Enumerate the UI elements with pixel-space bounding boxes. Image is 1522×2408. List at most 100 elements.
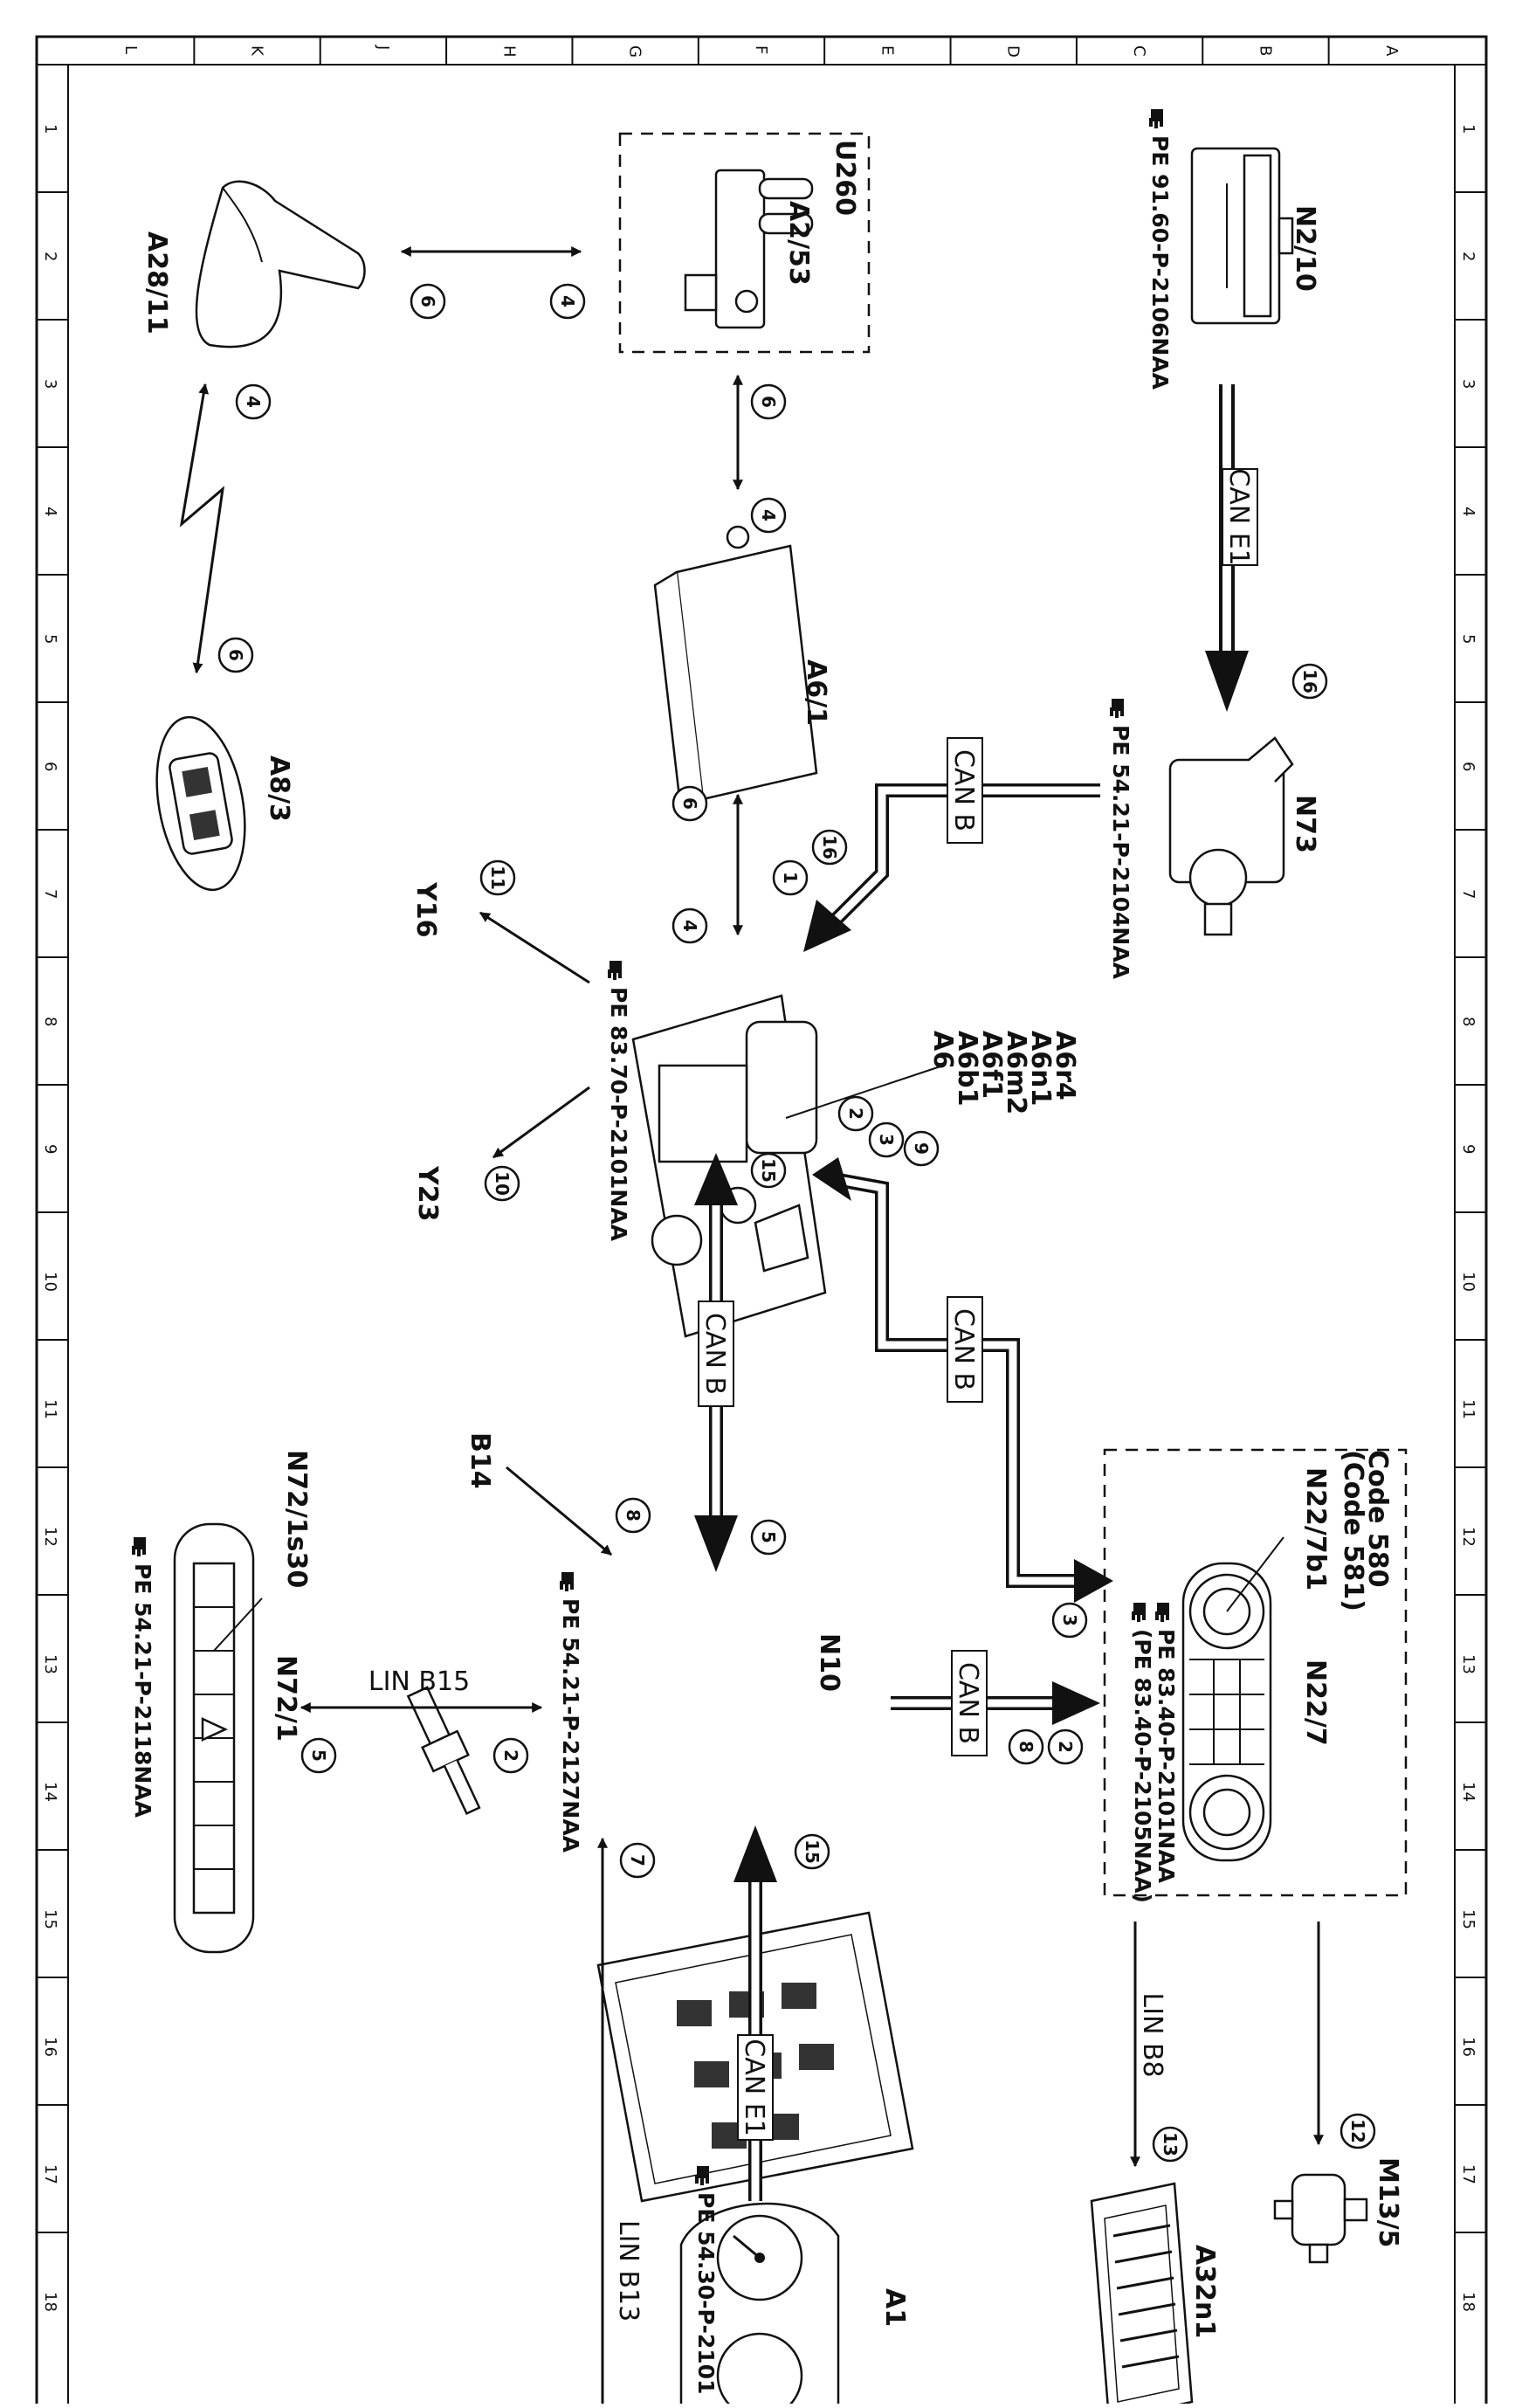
label-n22-7b1: N22/7b1 xyxy=(1300,1467,1331,1590)
grid-row-label: 11 xyxy=(41,1399,59,1419)
grid-row-label: 2 xyxy=(1459,252,1477,261)
svg-text:11: 11 xyxy=(487,866,508,890)
grid-row-label: 4 xyxy=(1459,507,1477,516)
grid-row-label: 9 xyxy=(1459,1144,1477,1154)
svg-text:LIN B13: LIN B13 xyxy=(613,2220,644,2322)
svg-text:13: 13 xyxy=(1160,2132,1181,2156)
svg-text:16: 16 xyxy=(819,835,840,859)
a6-auxiliary-heater xyxy=(631,994,827,1338)
svg-text:CAN B: CAN B xyxy=(699,1313,730,1395)
n2-10-module xyxy=(1190,147,1294,325)
label-n22-7: N22/7 xyxy=(1300,1659,1331,1746)
svg-text:CAN E1: CAN E1 xyxy=(1223,468,1254,566)
grid-row-label: 1 xyxy=(1459,124,1477,134)
grid-row-label: 17 xyxy=(41,2164,59,2184)
component-labels: N2/10 PE 91.60-P-2106NAA N73 PE 54.21-P-… xyxy=(130,109,1403,2394)
bus-can-b-n22-a6: CAN B xyxy=(947,1296,983,1403)
svg-text:CAN E1: CAN E1 xyxy=(739,2039,769,2136)
signal-n10-a6: 5 xyxy=(750,1519,787,1556)
svg-text:6: 6 xyxy=(758,396,779,408)
reference-hand-icon xyxy=(695,2166,709,2185)
signal-m13-5: 12 xyxy=(1339,2113,1376,2149)
signal-a2-a28-right: 4 xyxy=(549,283,586,320)
label-a1: A1 xyxy=(879,2288,910,2327)
svg-text:PE 83.40-P-2101NAA: PE 83.40-P-2101NAA xyxy=(1154,1629,1179,1884)
svg-text:LIN B15: LIN B15 xyxy=(368,1666,470,1697)
reference-hand-icon xyxy=(1110,699,1124,718)
label-a8-3: A8/3 xyxy=(264,756,294,822)
grid-row-label: 5 xyxy=(41,634,59,644)
svg-text:10: 10 xyxy=(492,1171,513,1196)
svg-text:5: 5 xyxy=(758,1531,779,1543)
signal-n10-n22-b: 2 xyxy=(1047,1728,1084,1765)
grid-row-label: 15 xyxy=(1459,1909,1477,1929)
label-b14: B14 xyxy=(465,1432,495,1489)
svg-text:A6b1: A6b1 xyxy=(952,1031,982,1106)
svg-text:PE 91.60-P-2106NAA: PE 91.60-P-2106NAA xyxy=(1147,135,1173,390)
svg-text:8: 8 xyxy=(623,1509,644,1521)
ref-n22-7: PE 83.40-P-2101NAA xyxy=(1154,1603,1179,1884)
grid-row-label: 8 xyxy=(41,1017,59,1026)
grid-column-label: H xyxy=(499,45,518,58)
bus-can-b-n73: CAN B xyxy=(947,737,983,844)
bus-labels: CAN E1 CAN B CAN B CAN B CAN B LIN B15 L… xyxy=(368,468,1258,2322)
grid-row-label: 11 xyxy=(1459,1399,1477,1419)
svg-text:16: 16 xyxy=(1299,669,1320,693)
bus-can-b-n10-n22: CAN B xyxy=(951,1650,988,1756)
svg-text:PE 83.70-P-2101NAA: PE 83.70-P-2101NAA xyxy=(606,987,631,1242)
svg-text:A6m2: A6m2 xyxy=(1001,1031,1031,1114)
sheet-frame xyxy=(35,35,1488,2408)
reference-hand-icon xyxy=(1132,1603,1146,1622)
label-code-581: (Code 581) xyxy=(1338,1450,1368,1611)
svg-text:2: 2 xyxy=(1055,1741,1076,1753)
reference-hand-icon xyxy=(1149,109,1163,128)
signal-a28-a8-top: 4 xyxy=(235,383,272,420)
svg-text:1: 1 xyxy=(780,872,801,884)
svg-text:A6r4: A6r4 xyxy=(1050,1031,1080,1101)
label-n73: N73 xyxy=(1290,795,1320,853)
svg-text:6: 6 xyxy=(679,797,700,810)
a6-1-module xyxy=(653,525,818,815)
signal-lin-b15-left: 5 xyxy=(300,1737,337,1774)
n72-1-switch-panel xyxy=(173,1522,255,1954)
ref-a6: PE 83.70-P-2101NAA xyxy=(606,961,631,1242)
svg-text:A6f1: A6f1 xyxy=(976,1031,1007,1099)
label-n72-1: N72/1 xyxy=(271,1655,301,1742)
svg-text:2: 2 xyxy=(845,1107,866,1120)
grid-row-label: 14 xyxy=(41,1782,59,1802)
svg-text:4: 4 xyxy=(758,509,779,521)
svg-text:PE 54.21-P-2118NAA: PE 54.21-P-2118NAA xyxy=(130,1563,155,1818)
bus-can-e1-top: CAN E1 xyxy=(1222,468,1258,566)
signal-n22-a6-c: 9 xyxy=(903,1130,940,1167)
grid-column-label: E xyxy=(878,45,896,55)
grid-column-label: F xyxy=(752,45,770,54)
ref-n10: PE 54.21-P-2127NAA xyxy=(558,1572,583,1853)
svg-text:A6: A6 xyxy=(927,1031,958,1069)
ref-n72-1: PE 54.21-P-2118NAA xyxy=(130,1537,155,1818)
grid-row-label: 15 xyxy=(41,1909,59,1929)
grid-column-label: A xyxy=(1382,45,1401,57)
a1-instrument-cluster xyxy=(679,2202,840,2408)
grid-row-label: 7 xyxy=(1459,889,1477,899)
svg-text:A6n1: A6n1 xyxy=(1025,1031,1056,1106)
grid-row-label: 9 xyxy=(41,1144,59,1154)
bus-lin-b8: LIN B8 xyxy=(1137,1992,1167,2077)
a32n1-control-module xyxy=(1090,2182,1194,2408)
grid-row-label: 14 xyxy=(1459,1782,1477,1802)
m13-5-circulation-pump xyxy=(1273,2173,1368,2264)
signal-lin-b13: 7 xyxy=(619,1842,656,1879)
grid-column-label: K xyxy=(248,45,266,57)
signal-lin-b15-right: 2 xyxy=(492,1737,529,1774)
grid-row-label: 18 xyxy=(41,2292,59,2312)
svg-text:CAN B: CAN B xyxy=(953,1662,983,1744)
svg-text:15: 15 xyxy=(758,1158,779,1183)
ref-n73: PE 54.21-P-2104NAA xyxy=(1108,699,1133,980)
label-a28-11: A28/11 xyxy=(141,231,172,335)
b14-temperature-sensor xyxy=(406,1686,481,1816)
svg-text:9: 9 xyxy=(911,1142,932,1155)
grid-row-label: 12 xyxy=(1459,1527,1477,1547)
reference-hand-icon xyxy=(1155,1603,1169,1622)
signal-a28-a8-bottom: 6 xyxy=(217,637,254,673)
grid-column-label: B xyxy=(1256,45,1274,56)
ref-a1: PE 54.30-P-2101 xyxy=(693,2166,719,2394)
